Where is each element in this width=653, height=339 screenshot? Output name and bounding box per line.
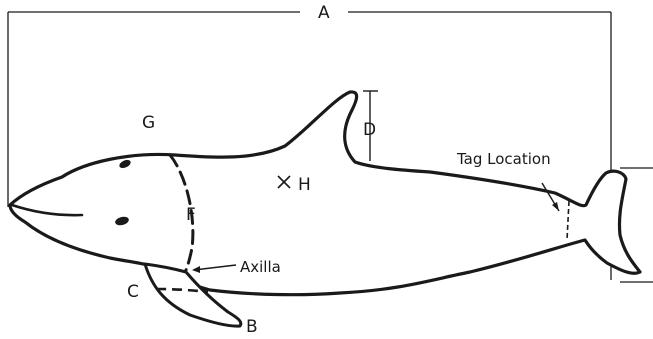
label-f: F <box>186 205 196 225</box>
mouth-line <box>10 203 84 217</box>
dorsal-height-bracket <box>363 90 378 161</box>
pectoral-flipper <box>143 262 243 328</box>
label-h: H <box>298 175 311 195</box>
tag-location-arrowhead <box>552 202 559 211</box>
eye-mark <box>115 216 129 226</box>
tag-location-line <box>566 200 570 241</box>
label-b: B <box>246 317 258 337</box>
dolphin-body-outline <box>8 90 642 297</box>
flipper-width-line <box>155 287 209 294</box>
axilla-arrowhead <box>192 266 200 273</box>
axilla-arrow <box>193 264 237 271</box>
girth-line <box>168 153 195 272</box>
label-a: A <box>318 3 330 23</box>
label-d: D <box>363 120 376 140</box>
label-c: C <box>127 282 139 302</box>
label-g: G <box>142 113 155 133</box>
center-mark-x <box>277 175 291 189</box>
label-axilla: Axilla <box>240 258 281 276</box>
fluke-bracket <box>620 167 653 283</box>
blowhole-mark <box>119 159 131 169</box>
label-tag-location: Tag Location <box>456 150 551 168</box>
